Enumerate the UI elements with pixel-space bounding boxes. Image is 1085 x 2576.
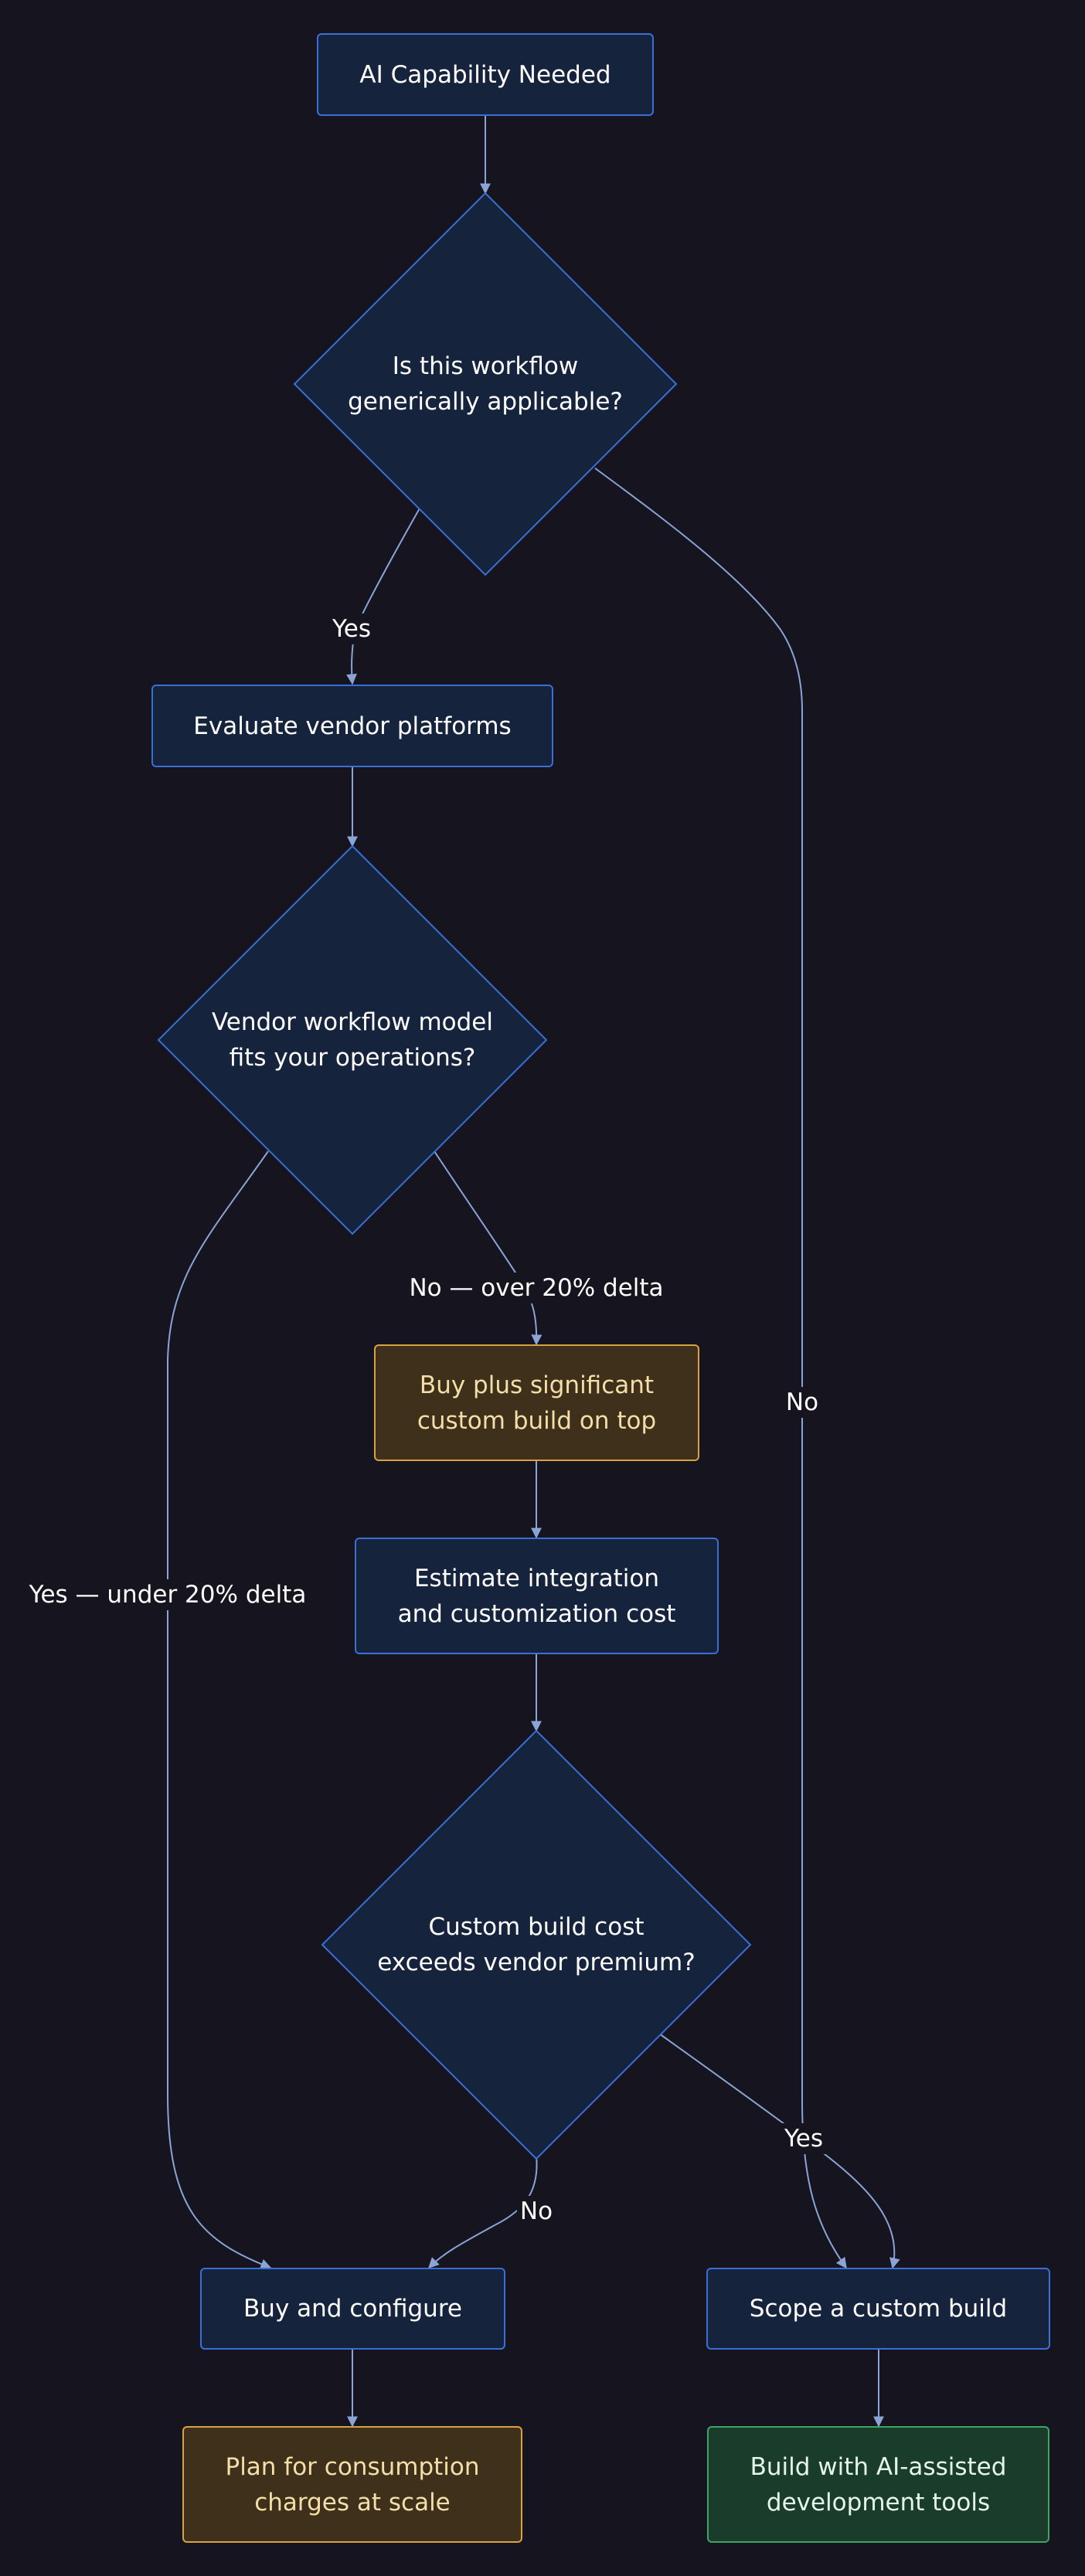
edge-fit-no-to-buyplus [434,1150,542,1346]
edge-fit-yes-to-buyconfigure [167,1150,272,2269]
scope-custom-build-node: Scope a custom build [706,2268,1050,2350]
decision-cost-label: Custom build cost exceeds vendor premium… [377,1913,696,1976]
estimate-cost-node: Estimate integration and customization c… [355,1538,719,1654]
buy-and-configure-node: Buy and configure [200,2268,505,2350]
decision-cost-shape [321,1729,752,2160]
edge-generic-no-to-scope [594,467,847,2269]
decision-generic-label: Is this workflow generically applicable? [348,352,623,416]
edge-generic-yes-to-evaluate [346,508,420,685]
edge-label-fit-yes: Yes — under 20% delta [26,1579,310,1610]
evaluate-vendors-node: Evaluate vendor platforms [151,685,553,767]
edge-label-generic-no: No [782,1387,822,1418]
plan-consumption-node: Plan for consumption charges at scale [182,2426,522,2543]
build-ai-tools-node: Build with AI-assisted development tools [707,2426,1049,2543]
edge-label-generic-yes: Yes [328,613,375,644]
edge-cost-no-to-buyconfigure [428,2155,538,2268]
start-node: AI Capability Needed [317,33,654,116]
decision-fit-shape [157,845,548,1235]
edge-cost-yes-to-scope [658,2033,900,2269]
decision-generic-shape [293,192,678,576]
edge-label-cost-no: No [516,2196,556,2227]
edge-label-cost-yes: Yes [781,2123,827,2154]
decision-fit-label: Vendor workflow model fits your operatio… [211,1008,493,1072]
edge-label-fit-no: No — over 20% delta [406,1273,667,1303]
buy-plus-custom-node: Buy plus significant custom build on top [374,1344,699,1461]
